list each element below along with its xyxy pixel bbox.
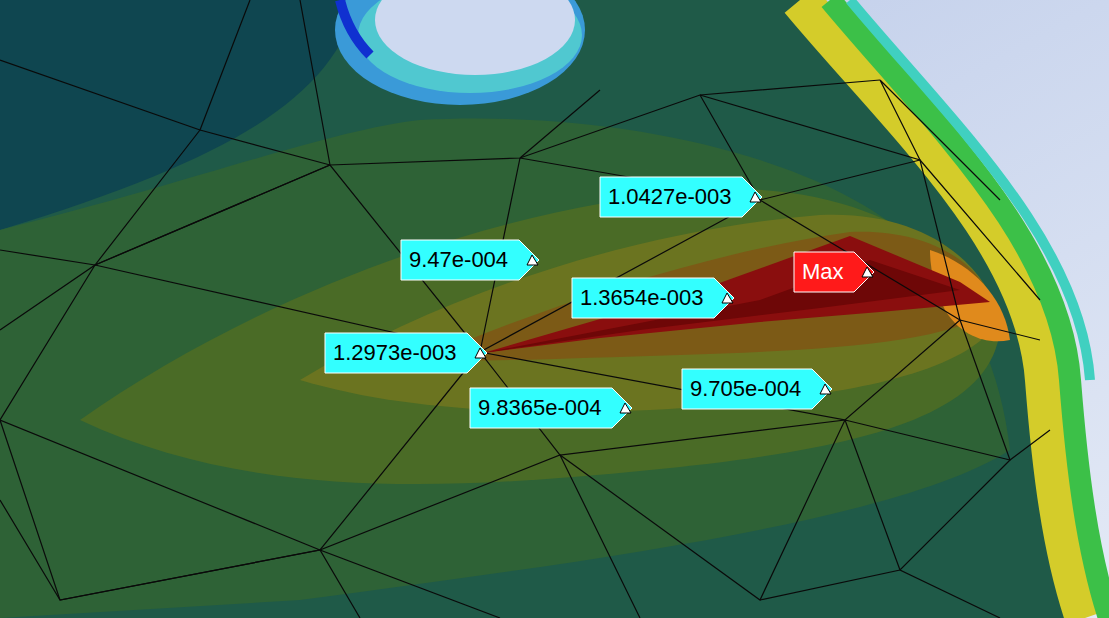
hole	[375, 0, 575, 75]
probe-tag: 1.2973e-003	[325, 333, 487, 373]
tag-outline	[401, 240, 539, 280]
max-stress-zone	[483, 236, 990, 353]
probe-value: 9.8365e-004	[470, 388, 602, 428]
tag-outline	[794, 252, 874, 292]
probe-value: 1.3654e-003	[572, 278, 704, 318]
probe-marker	[620, 403, 631, 413]
probe-marker	[750, 192, 761, 202]
probe-tag: 9.705e-004	[682, 369, 832, 409]
probe-tag: 9.47e-004	[401, 240, 539, 280]
hole-rim	[340, 0, 370, 55]
tag-outline	[600, 177, 762, 217]
probe-marker	[722, 293, 733, 303]
probe-value: 9.47e-004	[401, 240, 508, 280]
probe-marker	[475, 348, 486, 358]
stress-band	[80, 189, 1000, 484]
tag-outline	[572, 278, 734, 318]
probe-marker	[820, 384, 831, 394]
tag-outline	[682, 369, 832, 409]
probe-tag: 1.3654e-003	[572, 278, 734, 318]
stress-band	[0, 118, 1010, 618]
probe-value: Max	[794, 252, 844, 292]
fillet-rim	[830, 0, 1109, 618]
probe-tag: 1.0427e-003	[600, 177, 762, 217]
probe-value: 1.2973e-003	[325, 333, 457, 373]
max-stress-zone	[483, 260, 960, 353]
mesh-lines	[0, 0, 1050, 618]
tag-outline	[325, 333, 487, 373]
probe-marker	[862, 267, 873, 277]
probe-tag: 9.8365e-004	[470, 388, 632, 428]
probe-tag: Max	[794, 252, 874, 292]
probe-value: 1.0427e-003	[600, 177, 732, 217]
stress-band	[300, 215, 1000, 412]
tag-outline	[470, 388, 632, 428]
hole-rim	[335, 0, 585, 105]
probe-marker	[527, 255, 538, 265]
probe-value: 9.705e-004	[682, 369, 801, 409]
